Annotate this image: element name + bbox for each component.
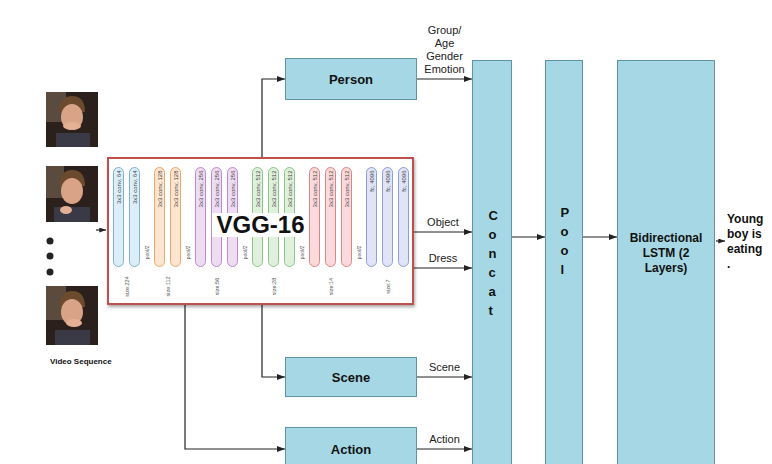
- node-text: fc, 4096: [367, 170, 376, 214]
- flow-arrow: [512, 236, 545, 237]
- node-text: 3x3 conv, 128: [171, 170, 180, 214]
- edge-label: Object: [420, 216, 466, 229]
- node-text: 3x3 conv, 512: [253, 170, 262, 214]
- layer-pill: fc, 4096: [382, 167, 393, 267]
- pool-note: pool/2: [185, 243, 192, 261]
- flow-arrow: [417, 448, 472, 449]
- size-note: size:7: [384, 273, 391, 299]
- concat-bar: Concat: [472, 60, 512, 464]
- node-text: Pool: [560, 203, 567, 279]
- layer-pill: 3x3 conv, 128: [154, 167, 165, 267]
- edge-label-box: Dress: [420, 252, 466, 265]
- node-text: 3x3 conv, 512: [269, 170, 278, 214]
- node-text: 3x3 conv, 512: [310, 170, 319, 214]
- layer-pill: 3x3 conv, 64: [113, 167, 124, 267]
- network-box: VGG-16 3x3 conv, 64 3x3 conv, 64 3x3 conv, …: [107, 157, 414, 305]
- node-text: VGG-16: [212, 213, 308, 237]
- module-box: Scene: [285, 357, 417, 397]
- edge-label-box: Group/ Age Gender Emotion: [422, 24, 468, 76]
- flow-arrow: [262, 305, 285, 377]
- flow-arrow: [417, 78, 472, 79]
- node-text: 3x3 conv, 64: [130, 170, 139, 214]
- node-text: 3x3 conv, 512: [285, 170, 294, 214]
- node-text: Person: [329, 72, 373, 87]
- module-box: Action: [285, 427, 417, 464]
- flow-arrow: [262, 79, 285, 157]
- node-text: fc, 4096: [399, 170, 408, 214]
- layer-pill: 3x3 conv, 512: [325, 167, 336, 267]
- caption-text: Video Sequence: [50, 357, 140, 367]
- edge-label: Action: [422, 433, 468, 446]
- layer-pill: fc, 4096: [366, 167, 377, 267]
- label-box: Young boy is eating .: [727, 212, 766, 272]
- edge-label-box: Object: [420, 216, 466, 229]
- layer-pill: 3x3 conv, 64: [129, 167, 140, 267]
- node-text: Action: [331, 442, 371, 457]
- output-sentence: Young boy is eating .: [727, 212, 766, 272]
- node-text: Bidirectional LSTM (2 Layers): [618, 231, 714, 276]
- node-text: 3x3 conv, 256: [212, 170, 221, 214]
- edge-label: Scene: [422, 361, 468, 374]
- ellipsis-dots: [47, 238, 54, 276]
- flow-arrow: [583, 236, 617, 237]
- edge-label-box: Action: [422, 433, 468, 446]
- node-text: Concat: [488, 206, 495, 320]
- size-note: size:112: [164, 273, 171, 299]
- size-note: size:14: [327, 273, 334, 299]
- pool-bar: Pool: [545, 60, 583, 464]
- pool-note: pool/2: [299, 243, 306, 261]
- node-text: 3x3 conv, 64: [114, 170, 123, 214]
- video-frame: [46, 92, 98, 147]
- pool-note: pool/2: [356, 243, 363, 261]
- node-text: fc, 4096: [383, 170, 392, 214]
- size-note: size:28: [270, 273, 277, 299]
- edge-label: Dress: [420, 252, 466, 265]
- output-arrow: [716, 240, 725, 241]
- pool-note: pool/2: [144, 243, 151, 261]
- layer-pill: 3x3 conv, 512: [341, 167, 352, 267]
- video-frame: [46, 166, 98, 222]
- input-arrow: [96, 229, 106, 230]
- layer-pill: 3x3 conv, 128: [170, 167, 181, 267]
- flow-arrow: [185, 305, 285, 449]
- flow-arrow: [414, 231, 472, 232]
- node-text: 3x3 conv, 256: [228, 170, 237, 214]
- edge-label-box: Scene: [422, 361, 468, 374]
- node-text: Scene: [332, 370, 370, 385]
- layer-pill: fc, 4096: [398, 167, 409, 267]
- size-note: size:56: [213, 273, 220, 299]
- label-box: Video Sequence: [50, 357, 140, 367]
- lstm-box: Bidirectional LSTM (2 Layers): [617, 60, 715, 464]
- node-text: 3x3 conv, 512: [326, 170, 335, 214]
- size-note: size:224: [123, 273, 130, 299]
- node-text: 3x3 conv, 512: [342, 170, 351, 214]
- layer-pill: 3x3 conv, 256: [195, 167, 206, 267]
- pool-note: pool/2: [242, 243, 249, 261]
- video-frame: [46, 286, 98, 345]
- flow-arrow: [417, 376, 472, 377]
- layer-pill: 3x3 conv, 512: [309, 167, 320, 267]
- node-text: 3x3 conv, 128: [155, 170, 164, 214]
- module-box: Person: [285, 58, 417, 100]
- edge-label: Group/ Age Gender Emotion: [422, 24, 468, 76]
- node-text: 3x3 conv, 256: [196, 170, 205, 214]
- flow-arrow: [414, 267, 472, 268]
